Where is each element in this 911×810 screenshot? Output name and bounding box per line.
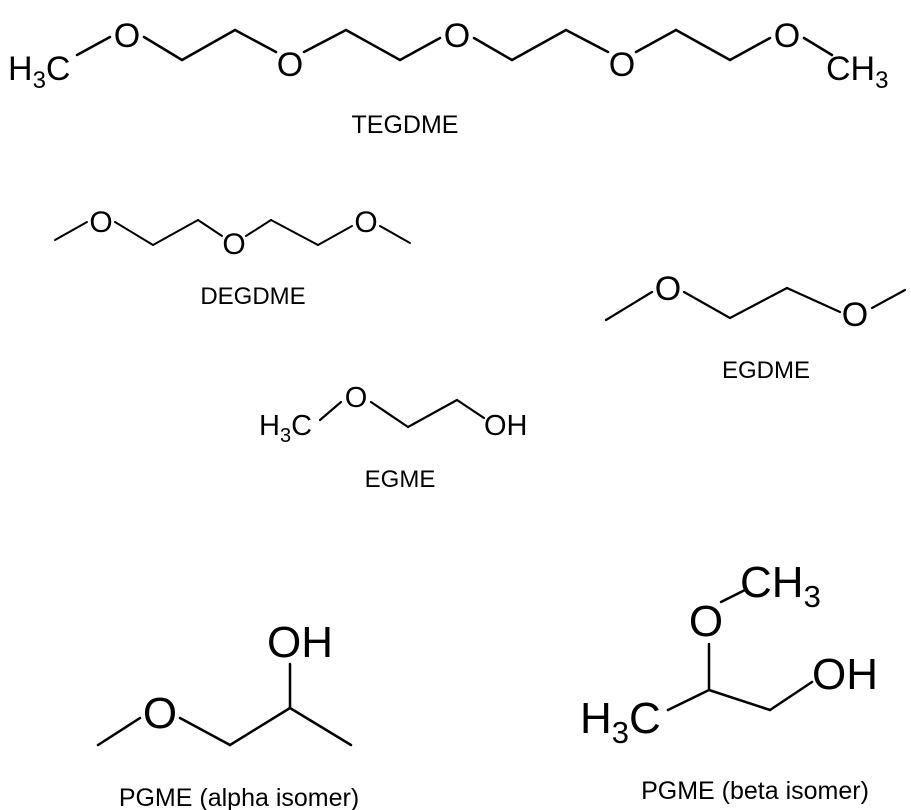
egdme-oxygen-2: O	[842, 296, 868, 334]
tegdme-ch3-subscript: 3	[875, 67, 888, 94]
tegdme-oxygen-3: O	[444, 17, 470, 55]
degdme-bonds	[54, 219, 411, 246]
pgme-beta-ch: CH	[740, 558, 804, 607]
pgme-alpha-oxygen: O	[143, 689, 177, 738]
tegdme-oxygen-1: O	[114, 17, 140, 55]
degdme-oxygen-3: O	[354, 206, 377, 239]
molecule-pgme-beta: O CH3 OH H3C PGME (beta isomer)	[580, 558, 878, 805]
egme-hydroxyl: OH	[484, 410, 528, 442]
svg-text:CH3: CH3	[740, 558, 821, 614]
pgme-beta-label: PGME (beta isomer)	[641, 777, 869, 805]
molecule-egdme: O O EGDME	[604, 270, 907, 384]
egme-oxygen: O	[345, 382, 368, 414]
egme-h: H	[259, 410, 280, 442]
pgme-beta-oxygen: O	[689, 597, 723, 646]
tegdme-h3-subscript: 3	[33, 67, 46, 94]
tegdme-label: TEGDME	[352, 111, 459, 139]
pgme-alpha-bonds	[96, 662, 353, 747]
molecule-egme: H3C O OH EGME	[259, 382, 528, 493]
egme-h3-subscript: 3	[280, 425, 291, 447]
tegdme-oxygen-5: O	[774, 17, 800, 55]
tegdme-c: C	[46, 50, 71, 88]
tegdme-oxygen-4: O	[609, 46, 635, 84]
tegdme-bonds	[75, 28, 834, 62]
degdme-oxygen-2: O	[222, 228, 245, 261]
egme-c: C	[291, 410, 312, 442]
svg-text:H3C: H3C	[259, 410, 312, 447]
pgme-beta-hydroxyl: OH	[812, 650, 878, 699]
svg-text:H3C: H3C	[8, 50, 70, 94]
pgme-beta-ch3-subscript: 3	[804, 579, 821, 614]
tegdme-ch: CH	[826, 50, 875, 88]
pgme-beta-h3-subscript: 3	[612, 715, 629, 750]
egdme-label: EGDME	[722, 357, 810, 384]
degdme-label: DEGDME	[200, 283, 305, 310]
pgme-beta-bonds	[666, 588, 814, 712]
pgme-beta-c: C	[629, 694, 661, 743]
degdme-oxygen-1: O	[89, 206, 112, 239]
molecule-degdme: O O O DEGDME	[54, 206, 411, 310]
egdme-oxygen-1: O	[655, 270, 681, 308]
pgme-alpha-hydroxyl: OH	[267, 618, 333, 667]
pgme-alpha-label: PGME (alpha isomer)	[119, 784, 359, 810]
egdme-bonds	[604, 286, 907, 322]
pgme-beta-h: H	[580, 694, 612, 743]
tegdme-h: H	[8, 50, 33, 88]
molecule-pgme-alpha: O OH PGME (alpha isomer)	[96, 618, 359, 810]
egme-label: EGME	[365, 466, 436, 493]
svg-text:CH3: CH3	[826, 50, 888, 94]
tegdme-oxygen-2: O	[277, 46, 303, 84]
molecule-tegdme: H3C O O O O O CH3 TEGDME	[8, 17, 888, 139]
svg-text:H3C: H3C	[580, 694, 661, 750]
egme-bonds	[318, 398, 486, 429]
